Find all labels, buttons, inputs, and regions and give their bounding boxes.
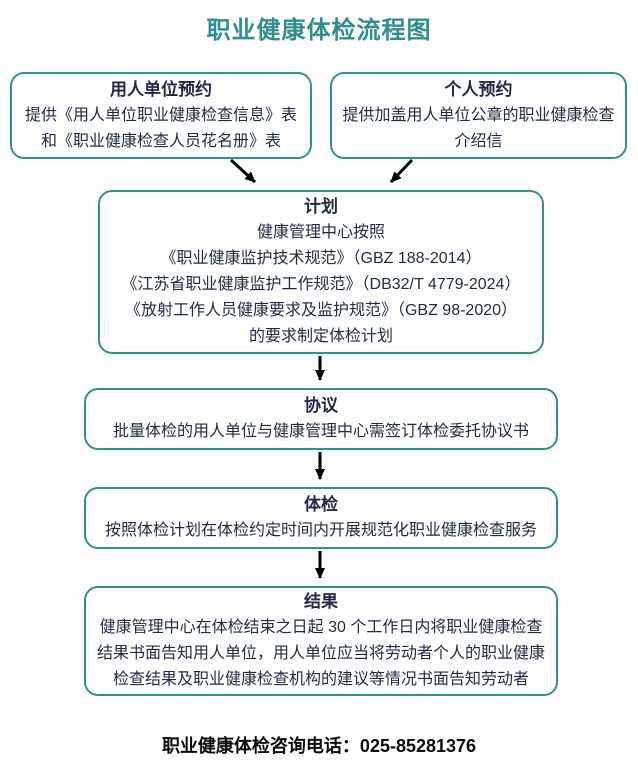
- examination-body: 按照体检计划在体检约定时间内开展规范化职业健康检查服务: [104, 522, 537, 539]
- arrow-personal-to-plan: [389, 158, 414, 184]
- footer-phone: 职业健康体检咨询电话：025-85281376: [161, 736, 477, 756]
- plan-line: 健康管理中心按照: [256, 224, 385, 241]
- node-employer-booking: 用人单位预约 提供《用人单位职业健康检查信息》表和《职业健康检查人员花名册》表: [10, 72, 312, 159]
- plan-line: 《职业健康监护技术规范》（GBZ 188-2014）: [160, 250, 482, 267]
- plan-line: 的要求制定体检计划: [248, 328, 393, 345]
- node-result: 结果 健康管理中心在体检结束之日起 30 个工作日内将职业健康检查结果书面告知用…: [84, 586, 558, 696]
- arrow-employer-to-plan: [229, 158, 257, 184]
- plan-body: 健康管理中心按照《职业健康监护技术规范》（GBZ 188-2014） 《江苏省职业…: [108, 220, 534, 350]
- personal-booking-body: 提供加盖用人单位公章的职业健康检查介绍信: [342, 106, 615, 150]
- node-personal-booking: 个人预约 提供加盖用人单位公章的职业健康检查介绍信: [330, 72, 627, 159]
- employer-booking-title: 用人单位预约: [110, 79, 212, 99]
- result-body: 健康管理中心在体检结束之日起 30 个工作日内将职业健康检查结果书面告知用人单位…: [96, 619, 545, 688]
- agreement-body: 批量体检的用人单位与健康管理中心需签订体检委托协议书: [112, 423, 529, 440]
- node-plan: 计划 健康管理中心按照《职业健康监护技术规范》（GBZ 188-2014） 《江苏…: [98, 190, 544, 354]
- personal-booking-title: 个人预约: [444, 79, 513, 99]
- plan-line: 《放射工作人员健康要求及监护规范》（GBZ 98-2020）: [124, 302, 518, 319]
- agreement-title: 协议: [304, 396, 338, 415]
- employer-booking-body: 提供《用人单位职业健康检查信息》表和《职业健康检查人员花名册》表: [24, 106, 297, 150]
- examination-title: 体检: [304, 495, 338, 514]
- plan-title: 计划: [304, 197, 338, 216]
- plan-line: 《江苏省职业健康监护工作规范》（DB32/T 4779-2024）: [121, 276, 521, 293]
- node-examination: 体检 按照体检计划在体检约定时间内开展规范化职业健康检查服务: [84, 487, 558, 549]
- node-agreement: 协议 批量体检的用人单位与健康管理中心需签订体检委托协议书: [84, 388, 558, 450]
- result-title: 结果: [304, 592, 338, 611]
- page-title: 职业健康体检流程图: [206, 17, 432, 44]
